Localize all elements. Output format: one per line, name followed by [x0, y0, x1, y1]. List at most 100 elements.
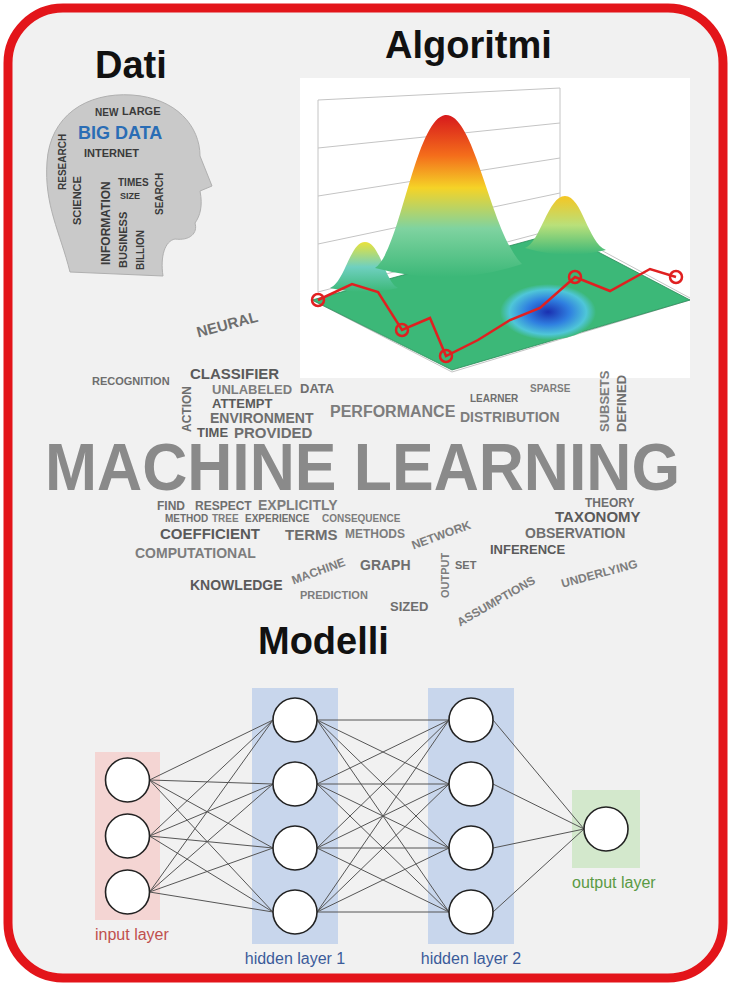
head-word: TIMES	[118, 178, 149, 188]
cloud-word: RECOGNITION	[92, 376, 170, 387]
cloud-word: EXPERIENCE	[245, 514, 309, 524]
cloud-word: INFERENCE	[490, 543, 565, 556]
cloud-word: OUTPUT	[440, 553, 451, 598]
cloud-word: ASSUMPTIONS	[455, 574, 537, 628]
plot-ground	[300, 78, 690, 378]
cloud-word: ACTION	[181, 386, 193, 432]
cloud-word: METHODS	[345, 528, 405, 540]
head-word: INFORMATION	[100, 181, 112, 265]
connection-line	[317, 912, 449, 913]
cloud-word: COEFFICIENT	[160, 526, 260, 541]
cloud-word: KNOWLEDGE	[190, 578, 283, 592]
head-word: LARGE	[122, 106, 161, 117]
layer-connections	[317, 720, 449, 912]
cloud-word: PREDICTION	[300, 590, 368, 601]
head-silhouette	[47, 95, 212, 276]
connection-line	[317, 848, 449, 912]
head-word: SIZE	[120, 192, 140, 201]
neuron	[106, 758, 150, 802]
cloud-word: FIND	[157, 500, 185, 512]
cloud-word: SUBSETS	[598, 371, 611, 432]
connection-line	[150, 720, 274, 780]
layer-band: hidden layer 1	[252, 688, 338, 944]
section-heading: Modelli	[258, 622, 389, 660]
cloud-word: MACHINE	[290, 556, 347, 586]
cloud-word: ENVIRONMENT	[210, 411, 313, 425]
section-heading: Algoritmi	[385, 26, 552, 64]
cloud-word: LEARNER	[470, 394, 518, 404]
connection-line	[317, 848, 449, 912]
connection-line	[493, 720, 584, 829]
cloud-word: ATTEMPT	[212, 397, 272, 410]
section-heading: Dati	[95, 46, 167, 84]
descent-path	[318, 269, 676, 356]
neuron	[273, 762, 317, 806]
cloud-word: UNLABELED	[212, 383, 292, 396]
cloud-word: SPARSE	[530, 384, 570, 394]
cloud-word: TAXONOMY	[555, 509, 641, 524]
connection-line	[150, 720, 274, 836]
neuron	[449, 826, 493, 870]
connection-line	[317, 720, 449, 912]
cloud-word: TERMS	[285, 527, 338, 542]
connection-line	[150, 784, 274, 892]
connection-line	[317, 784, 449, 912]
layer-band-fill	[95, 752, 160, 920]
cloud-word: COMPUTATIONAL	[135, 546, 256, 560]
neuron	[106, 870, 150, 914]
neuron	[273, 890, 317, 934]
connection-line	[493, 784, 584, 829]
layer-label: hidden layer 1	[245, 950, 346, 968]
layer-band-fill	[252, 688, 338, 944]
connection-line	[317, 720, 449, 912]
layer-connections	[493, 720, 584, 912]
red-frame	[8, 8, 723, 978]
cloud-word: UNDERLYING	[560, 558, 639, 590]
cloud-word: NEURAL	[195, 309, 259, 340]
cloud-word: SET	[455, 560, 476, 571]
layer-connections	[150, 720, 274, 912]
cloud-word: GRAPH	[360, 558, 411, 572]
cloud-word: THEORY	[585, 497, 635, 509]
connection-line	[317, 720, 449, 848]
neuron	[449, 698, 493, 742]
head-word: BILLION	[136, 230, 146, 270]
cloud-word: METHOD	[165, 514, 208, 524]
neuron	[273, 826, 317, 870]
head-word: INTERNET	[84, 148, 139, 159]
connection-line	[150, 780, 274, 912]
layer-band: hidden layer 2	[428, 688, 514, 944]
connection-line	[317, 720, 449, 784]
connection-line	[317, 720, 449, 721]
connection-line	[150, 848, 274, 892]
cloud-word: RESPECT	[195, 500, 252, 512]
connection-line	[317, 720, 449, 784]
surface-plot	[300, 78, 690, 378]
cloud-word: SIZED	[390, 600, 428, 613]
layer-label: hidden layer 2	[421, 950, 522, 968]
layer-label: output layer	[572, 874, 656, 892]
cloud-word: DEFINED	[615, 375, 628, 432]
layer-band: input layer	[95, 752, 160, 920]
head-word: SCIENCE	[72, 176, 83, 225]
cloud-word: DATA	[300, 382, 334, 395]
connection-line	[150, 892, 274, 912]
layer-label: input layer	[95, 926, 169, 944]
head-word: NEW	[95, 108, 118, 118]
cloud-word: NETWORK	[410, 519, 472, 551]
plot-peak	[525, 196, 606, 255]
layer-band: output layer	[572, 790, 640, 868]
head-word: BUSINESS	[118, 212, 129, 268]
cloud-word: PERFORMANCE	[330, 404, 455, 420]
neuron	[273, 698, 317, 742]
plot-trough	[500, 284, 596, 340]
connection-line	[150, 836, 274, 912]
connection-line	[493, 829, 584, 912]
connection-line	[150, 720, 274, 892]
plot-peak	[375, 115, 522, 277]
head-word: RESEARCH	[58, 134, 68, 190]
cloud-word: OBSERVATION	[525, 526, 625, 540]
neuron	[106, 814, 150, 858]
